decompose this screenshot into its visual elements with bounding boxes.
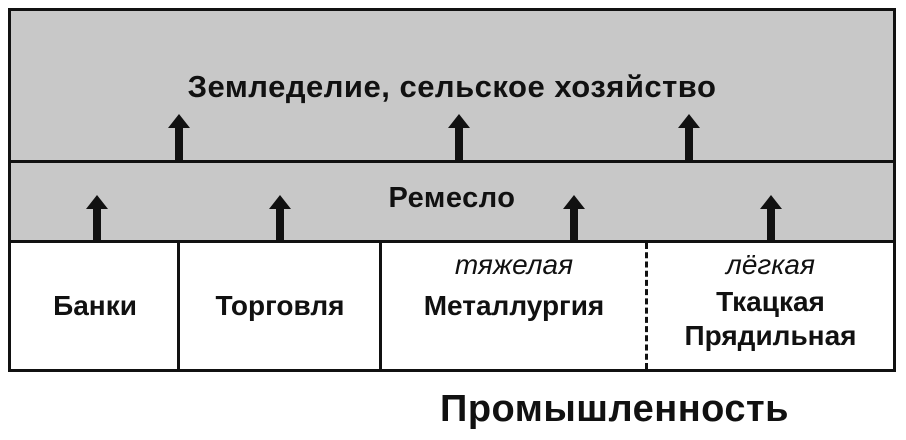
cell-textile-label: Ткацкая Прядильная: [684, 286, 857, 351]
arrow-up-icon: [678, 114, 700, 160]
crafts-band: Ремесло: [11, 163, 893, 243]
cell-banks: Банки: [11, 243, 179, 369]
divider-1: [177, 243, 180, 369]
arrow-up-icon: [448, 114, 470, 160]
cell-textile-sub: лёгкая: [726, 249, 815, 280]
hierarchy-diagram: Земледелие, сельское хозяйство Ремесло Б…: [8, 8, 896, 372]
arrow-up-icon: [760, 195, 782, 241]
cell-metallurgy-sub: тяжелая: [454, 249, 574, 280]
arrow-up-icon: [86, 195, 108, 241]
arrow-up-icon: [563, 195, 585, 241]
cell-banks-label: Банки: [53, 290, 137, 321]
industry-caption: Промышленность: [440, 388, 789, 430]
cell-trade: Торговля: [180, 243, 380, 369]
crafts-label: Ремесло: [388, 182, 516, 214]
cell-textile: лёгкая Ткацкая Прядильная: [648, 243, 893, 369]
cell-trade-label: Торговля: [215, 290, 345, 321]
cell-metallurgy-label: Металлургия: [423, 290, 605, 321]
divider-2: [379, 243, 382, 369]
agriculture-label: Земледелие, сельское хозяйство: [187, 69, 717, 104]
cell-metallurgy: тяжелая Металлургия: [382, 243, 646, 369]
industry-band: Банки Торговля тяжелая Металлургия лёгка…: [11, 243, 893, 369]
arrow-up-icon: [269, 195, 291, 241]
divider-dashed: [645, 243, 648, 369]
agriculture-band: Земледелие, сельское хозяйство: [11, 11, 893, 163]
arrow-up-icon: [168, 114, 190, 160]
